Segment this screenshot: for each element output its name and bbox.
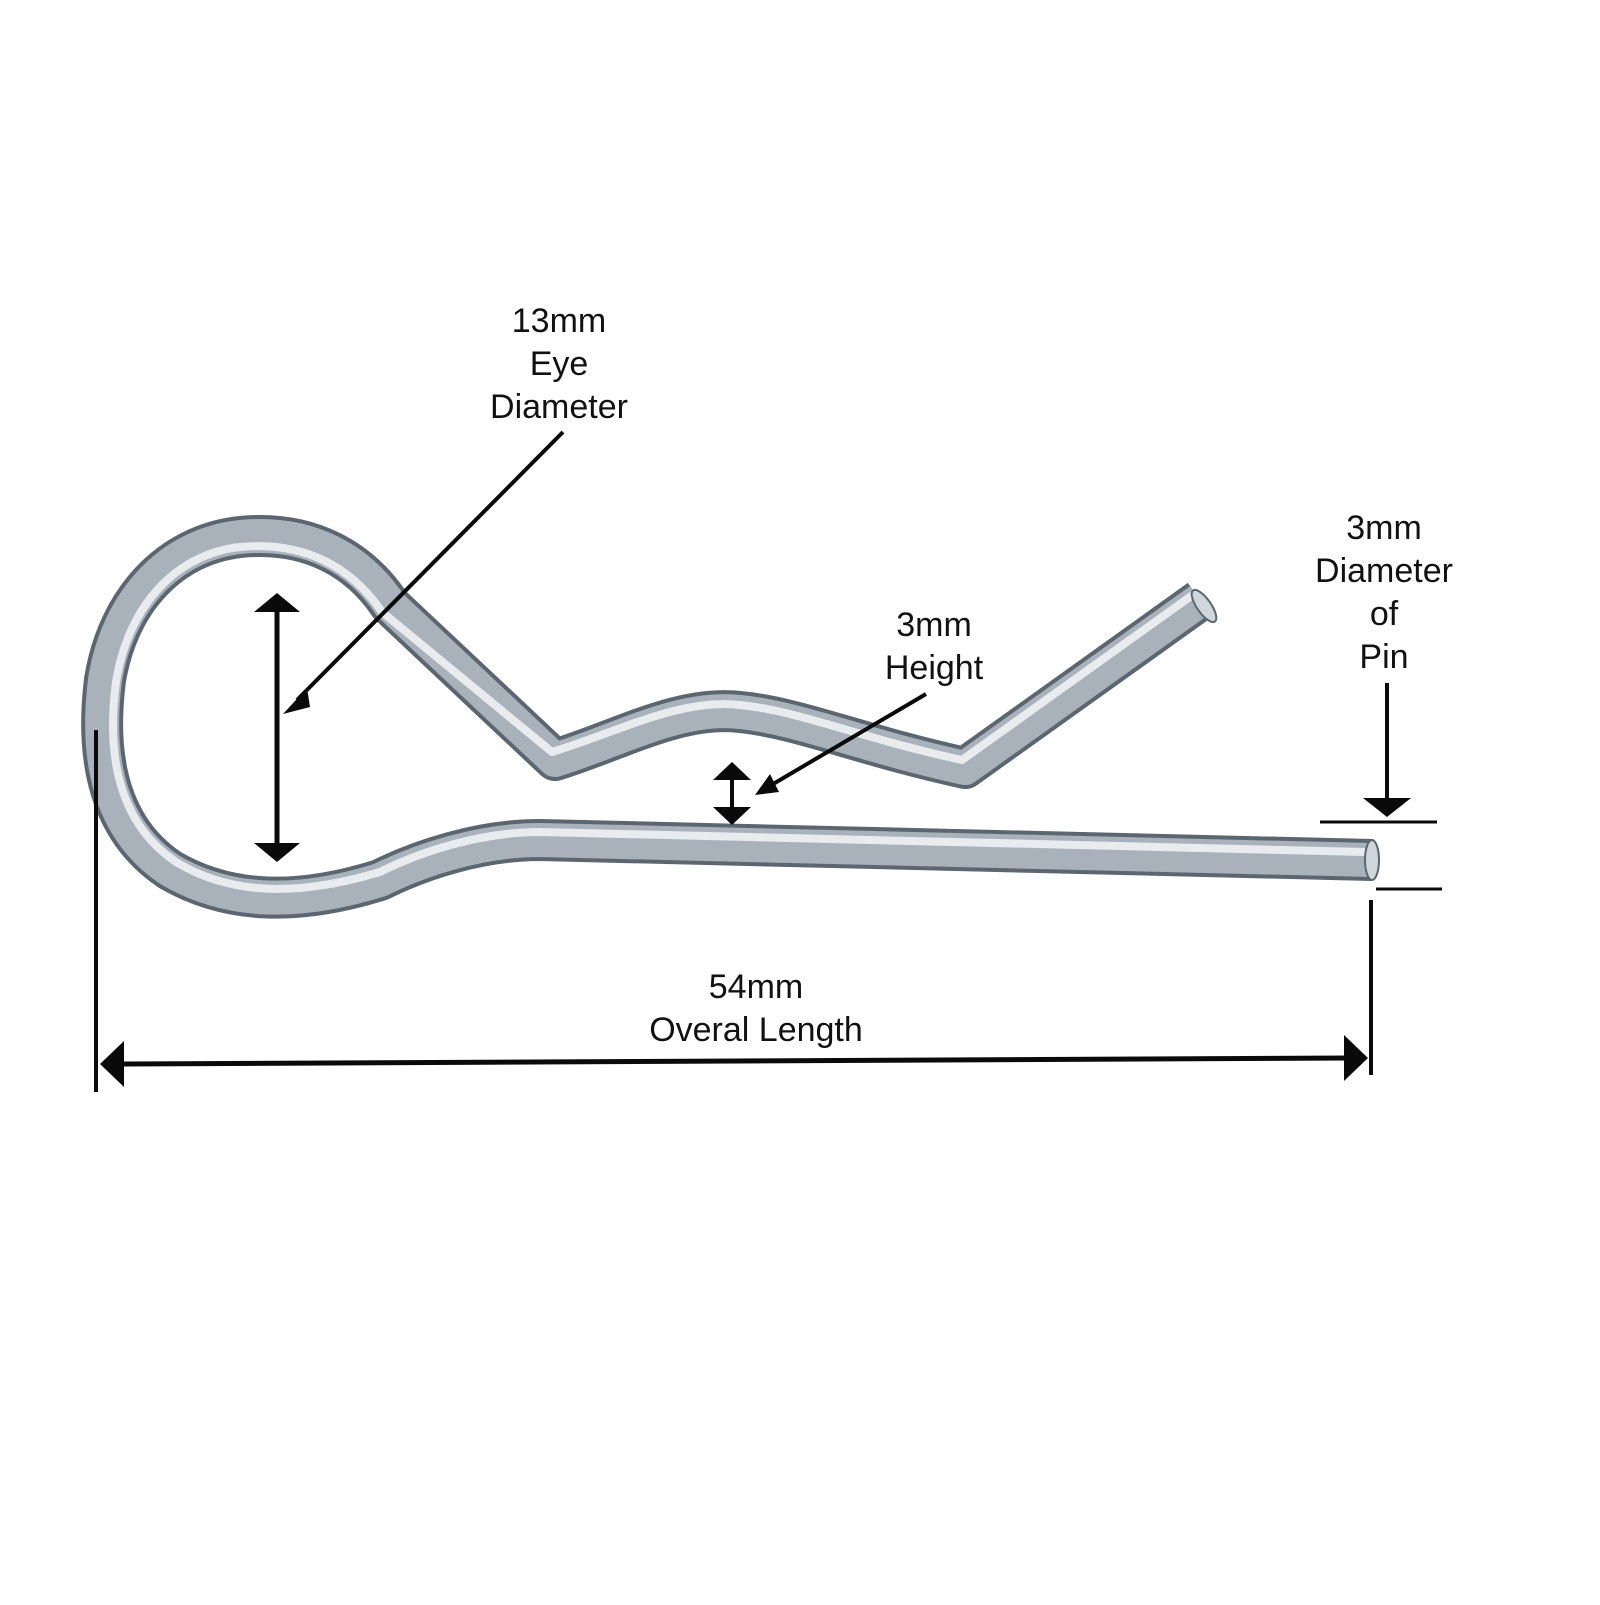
height-value: 3mm (896, 606, 972, 644)
eye-leader-line (295, 430, 565, 702)
length-line (115, 1055, 1353, 1067)
arrowhead-icon (713, 762, 751, 780)
pin-end-cap (1364, 839, 1380, 881)
arrowhead-icon (755, 774, 779, 795)
pin-diameter-value: 3mm (1346, 509, 1422, 547)
arrowhead-icon (254, 843, 300, 862)
height-leader-line (766, 692, 928, 789)
wire-body (85, 519, 1373, 915)
arrowhead-icon (1344, 1035, 1368, 1081)
overall-length-value: 54mm (708, 968, 804, 1006)
eye-diameter-word-eye: Eye (529, 345, 589, 383)
eye-diameter-value: 13mm (511, 302, 607, 340)
arrowhead-icon (254, 593, 300, 612)
arrowhead-icon (713, 807, 751, 825)
eye-diameter-word-diameter: Diameter (490, 388, 628, 426)
arrowhead-icon (1363, 798, 1411, 817)
pin-diameter-word-diameter: Diameter (1315, 552, 1453, 590)
overall-length-dimension (94, 730, 1373, 1092)
eye-diameter-dimension (254, 430, 565, 862)
overall-length-label: 54mm Overal Length (649, 966, 863, 1052)
r-clip-hitch-pin-icon (81, 515, 1380, 919)
overall-length-words: Overal Length (649, 1011, 863, 1049)
height-dimension (713, 692, 928, 825)
leg-end-cap (1190, 588, 1218, 624)
pin-diameter-word-of: of (1369, 595, 1399, 633)
pin-diameter-label: 3mm Diameter of Pin (1315, 507, 1453, 679)
height-label: 3mm Height (885, 604, 983, 690)
wire-highlight (109, 542, 1366, 893)
height-word: Height (884, 649, 984, 687)
arrowhead-icon (100, 1041, 124, 1087)
arrowhead-icon (283, 688, 310, 714)
eye-diameter-label: 13mm Eye Diameter (490, 300, 628, 429)
pin-diameter-word-pin: Pin (1359, 638, 1409, 676)
pin-diameter-dimension (1320, 683, 1442, 891)
